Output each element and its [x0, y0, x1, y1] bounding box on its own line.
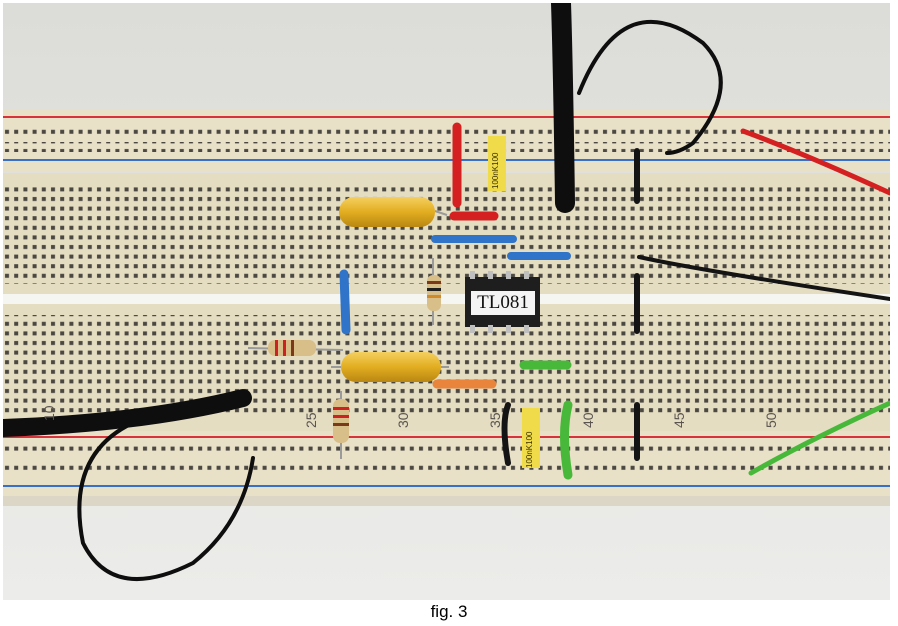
terminal-strips	[3, 173, 890, 431]
blue-jumper-vertical	[339, 269, 351, 335]
resistor-vertical-mid	[427, 275, 441, 311]
row-number-35: 35	[487, 412, 503, 428]
probe-cable-bottom	[3, 389, 252, 437]
box-capacitor-bottom	[522, 408, 540, 468]
box-capacitors	[488, 136, 540, 468]
row-number-10: 10	[41, 405, 57, 421]
figure-caption: fig. 3	[430, 602, 468, 621]
red-lead	[740, 128, 890, 196]
capacitor-marking-bottom: 100nK100	[525, 431, 534, 468]
row-number-30: 30	[395, 412, 411, 428]
top-power-rail	[3, 110, 890, 172]
probe-cable-top	[551, 3, 575, 213]
breadboard-photo: TL081 100nK100 100nK100 10 25 30 35 40 4…	[3, 3, 890, 600]
black-lead-loop-bottom	[77, 413, 255, 581]
black-jumper-left	[501, 402, 511, 466]
green-lead	[748, 400, 890, 476]
resistors	[247, 258, 441, 459]
green-jumper-vertical	[560, 400, 573, 480]
black-lead-loop-top	[577, 19, 723, 155]
capacitor-bottom	[341, 352, 441, 382]
jumper-wires	[339, 122, 640, 480]
breadboard-scene	[3, 3, 890, 600]
external-leads	[3, 3, 890, 581]
chip-label: TL081	[471, 291, 535, 315]
resistor-vertical-bottom	[333, 399, 349, 443]
capacitor-marking-top: 100nK100	[491, 152, 500, 189]
row-number-40: 40	[580, 412, 596, 428]
row-number-45: 45	[671, 412, 687, 428]
black-lead-right	[637, 255, 890, 301]
box-capacitor-top	[488, 136, 506, 191]
row-number-50: 50	[763, 412, 779, 428]
film-capacitors	[331, 197, 449, 382]
bottom-power-rail	[3, 431, 890, 506]
capacitor-top	[339, 197, 435, 227]
row-number-25: 25	[303, 412, 319, 428]
